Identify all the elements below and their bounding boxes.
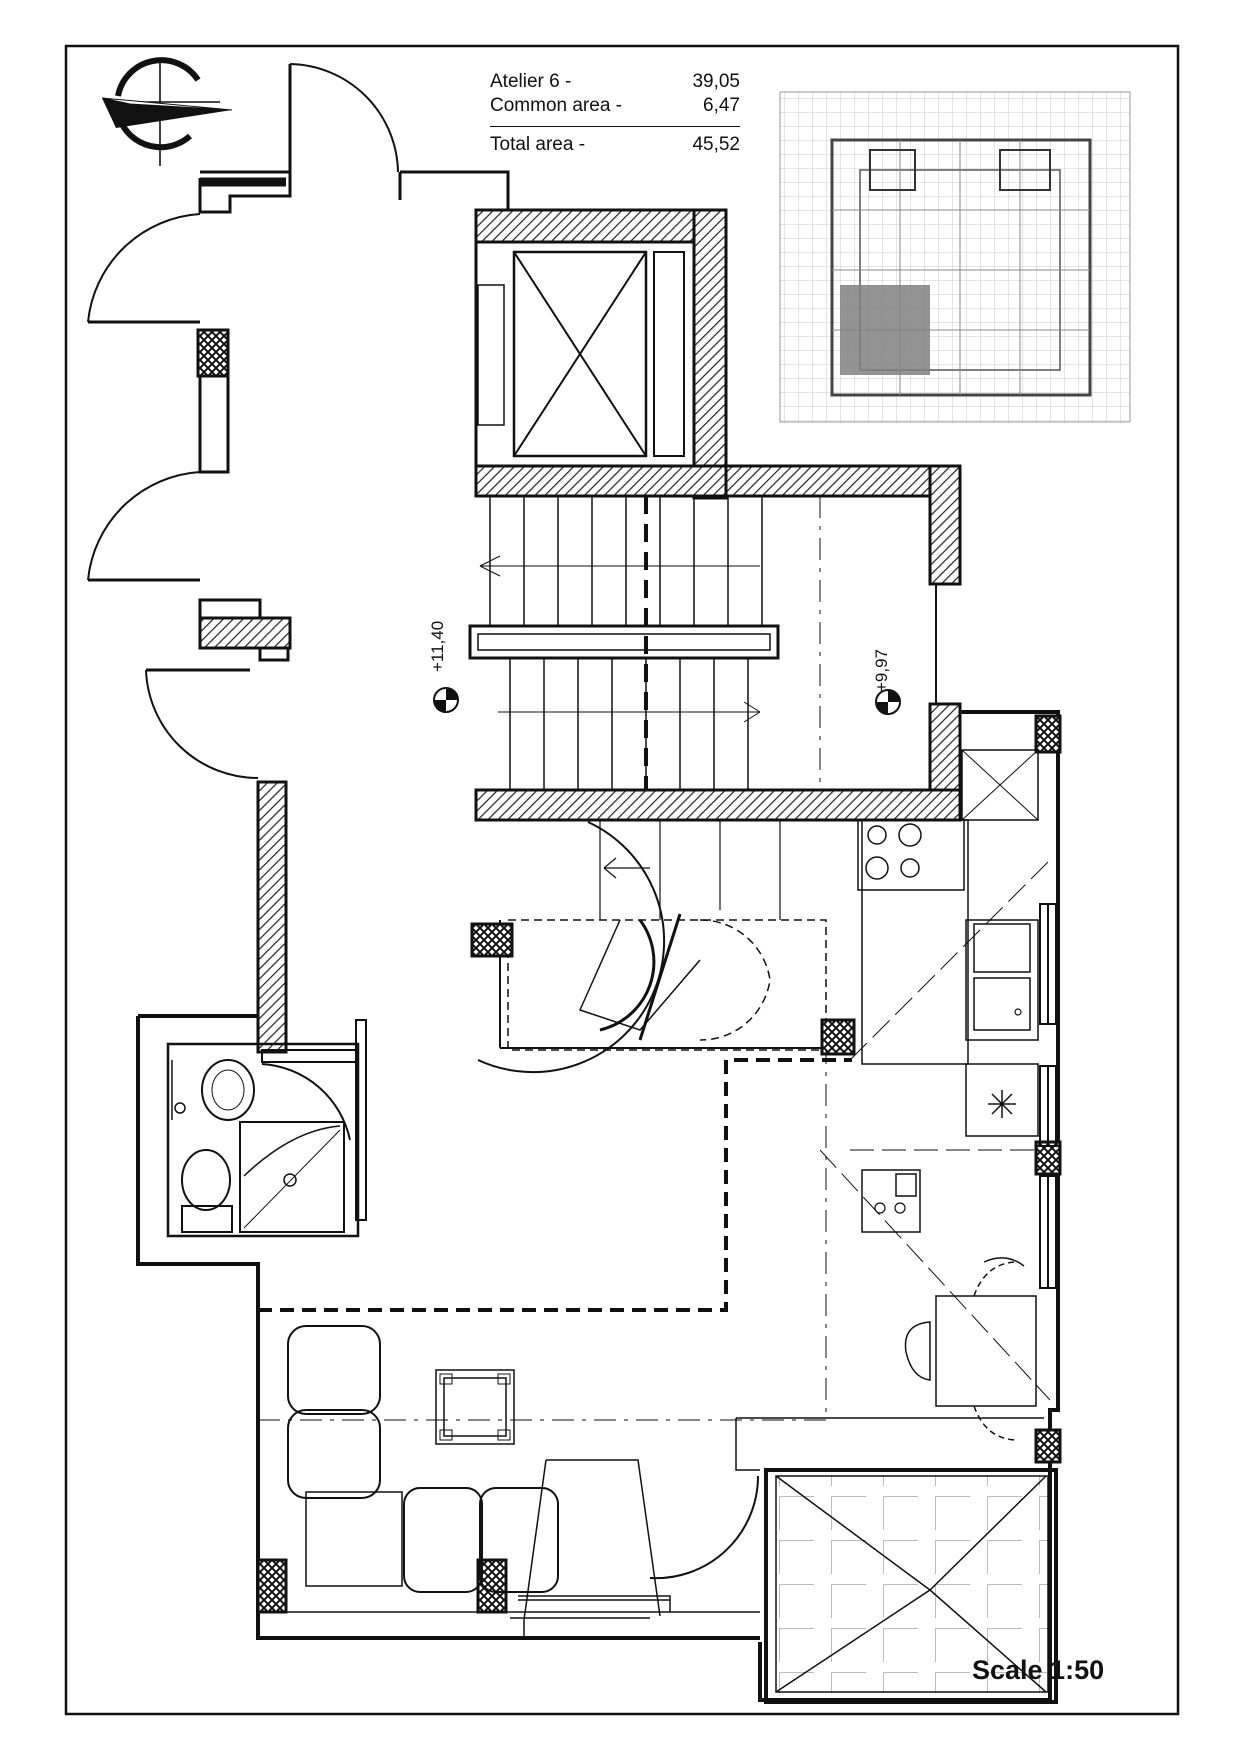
column — [1034, 1428, 1062, 1464]
dining-set — [904, 1257, 1037, 1441]
north-arrow-icon — [101, 57, 233, 166]
area-value: 39,05 — [692, 71, 740, 92]
level-marker-icon — [875, 689, 901, 715]
level-marker-icon — [433, 687, 459, 713]
area-label: Atelier 6 - — [490, 71, 572, 92]
column — [1034, 714, 1062, 754]
corridor-walls — [88, 64, 510, 672]
wall-segment — [198, 616, 292, 650]
level-label-lower: +9,97 — [872, 648, 891, 692]
balcony — [764, 1468, 1058, 1704]
elevator-shaft — [474, 208, 732, 500]
column — [256, 1558, 288, 1614]
area-schedule: Atelier 6 - 39,05 Common area - 6,47 Tot… — [490, 70, 740, 157]
windows — [1039, 903, 1057, 1289]
area-value: 6,47 — [703, 95, 740, 116]
atelier-walls — [256, 710, 1060, 1702]
area-row-total: Total area - 45,52 — [490, 133, 740, 157]
column — [470, 922, 514, 958]
key-plan-highlight — [840, 285, 930, 375]
area-label: Common area - — [490, 95, 622, 116]
sheet-border — [64, 44, 1180, 1716]
area-total-label: Total area - — [490, 134, 586, 155]
scale-label: Scale 1:50 — [972, 1655, 1105, 1685]
column — [196, 328, 230, 378]
area-row-atelier: Atelier 6 - 39,05 — [490, 70, 740, 94]
door-swings — [87, 63, 760, 1580]
wall-segment — [198, 374, 230, 474]
area-divider — [490, 126, 740, 127]
area-row-common: Common area - 6,47 — [490, 94, 740, 118]
wall-segment — [256, 780, 288, 1054]
bathroom — [136, 1014, 367, 1616]
kitchen — [819, 749, 1051, 1401]
column — [820, 1018, 856, 1056]
main-staircase — [468, 464, 962, 822]
key-plan — [779, 91, 1131, 423]
area-total-value: 45,52 — [692, 134, 740, 155]
level-label-upper: +11,40 — [428, 620, 447, 672]
living-area — [258, 1050, 852, 1636]
